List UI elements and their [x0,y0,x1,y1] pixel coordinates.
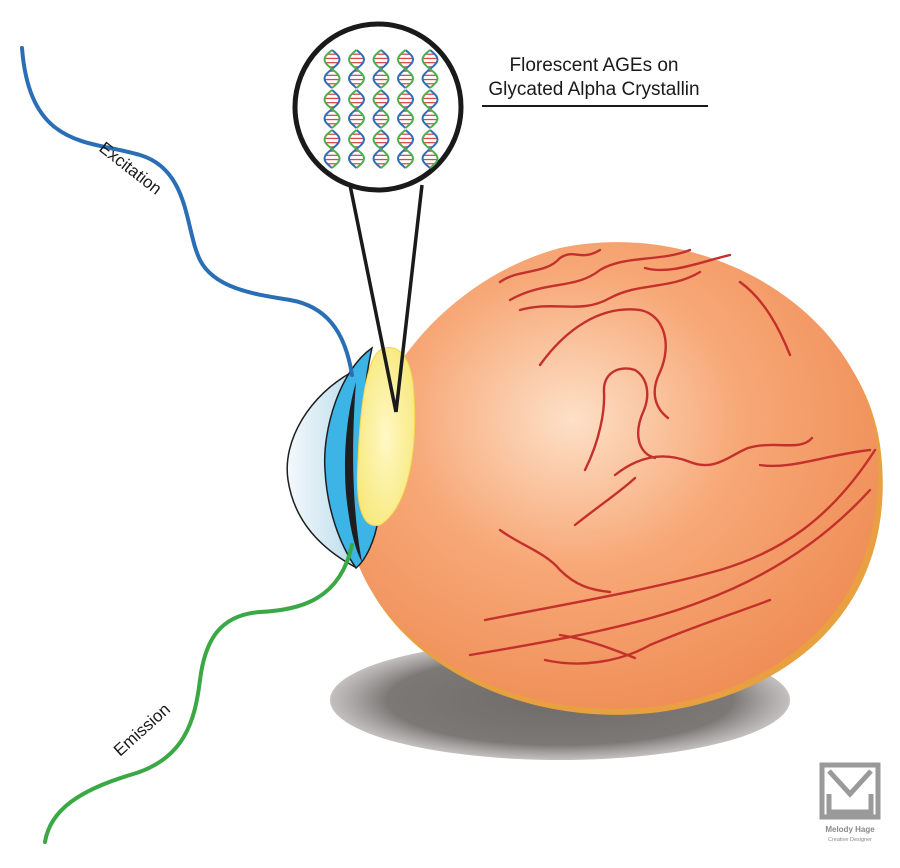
emission-wave [43,543,354,844]
connector-line-left [348,184,398,413]
dna-helix [347,129,366,169]
vessel [498,528,612,594]
vessel [738,280,792,357]
logo-m-glyph [826,769,874,815]
vessel [538,308,670,420]
logo-name: Melody Hage [825,825,875,834]
designer-logo: Melody Hage Creative Designer [819,762,881,843]
excitation-label: Excitation [96,138,166,198]
dna-helix [372,129,390,169]
dna-helix [323,129,341,169]
vessel [583,367,657,472]
vessel [518,270,702,312]
dna-helix [323,89,341,129]
dna-helix [372,89,390,129]
title-line-1: Florescent AGEs on [510,55,679,76]
blood-vessels [468,248,877,665]
dna-helix [396,49,415,89]
title-line-2: Glycated Alpha Crystallin [488,79,699,100]
dna-grid [323,49,439,169]
title-block: Florescent AGEs on Glycated Alpha Crysta… [482,55,708,107]
crystalline-lens [356,347,416,527]
emission-label: Emission [110,700,174,760]
dna-helix [347,89,366,129]
eyeball [350,242,883,715]
vessel [643,253,732,272]
dna-helix [421,49,439,89]
dna-helix [421,129,439,169]
magnifier [292,21,464,193]
vessel [468,488,872,657]
vessel [613,436,814,477]
vessel [498,248,602,284]
connector-line-right [394,184,424,413]
dna-helix [396,89,415,129]
excitation-wave [20,46,354,377]
dna-helix [421,89,439,129]
vessel [543,598,772,665]
vessel [758,448,872,468]
dna-helix [372,49,390,89]
vessel [573,476,637,527]
magnifier-connector [348,184,424,413]
dna-helix [323,49,341,89]
dna-helix [347,49,366,89]
logo-role: Creative Designer [828,837,872,843]
vessel [483,448,877,622]
dna-helix [396,129,415,169]
iris-dark-band [344,382,362,562]
vessel [508,248,692,302]
